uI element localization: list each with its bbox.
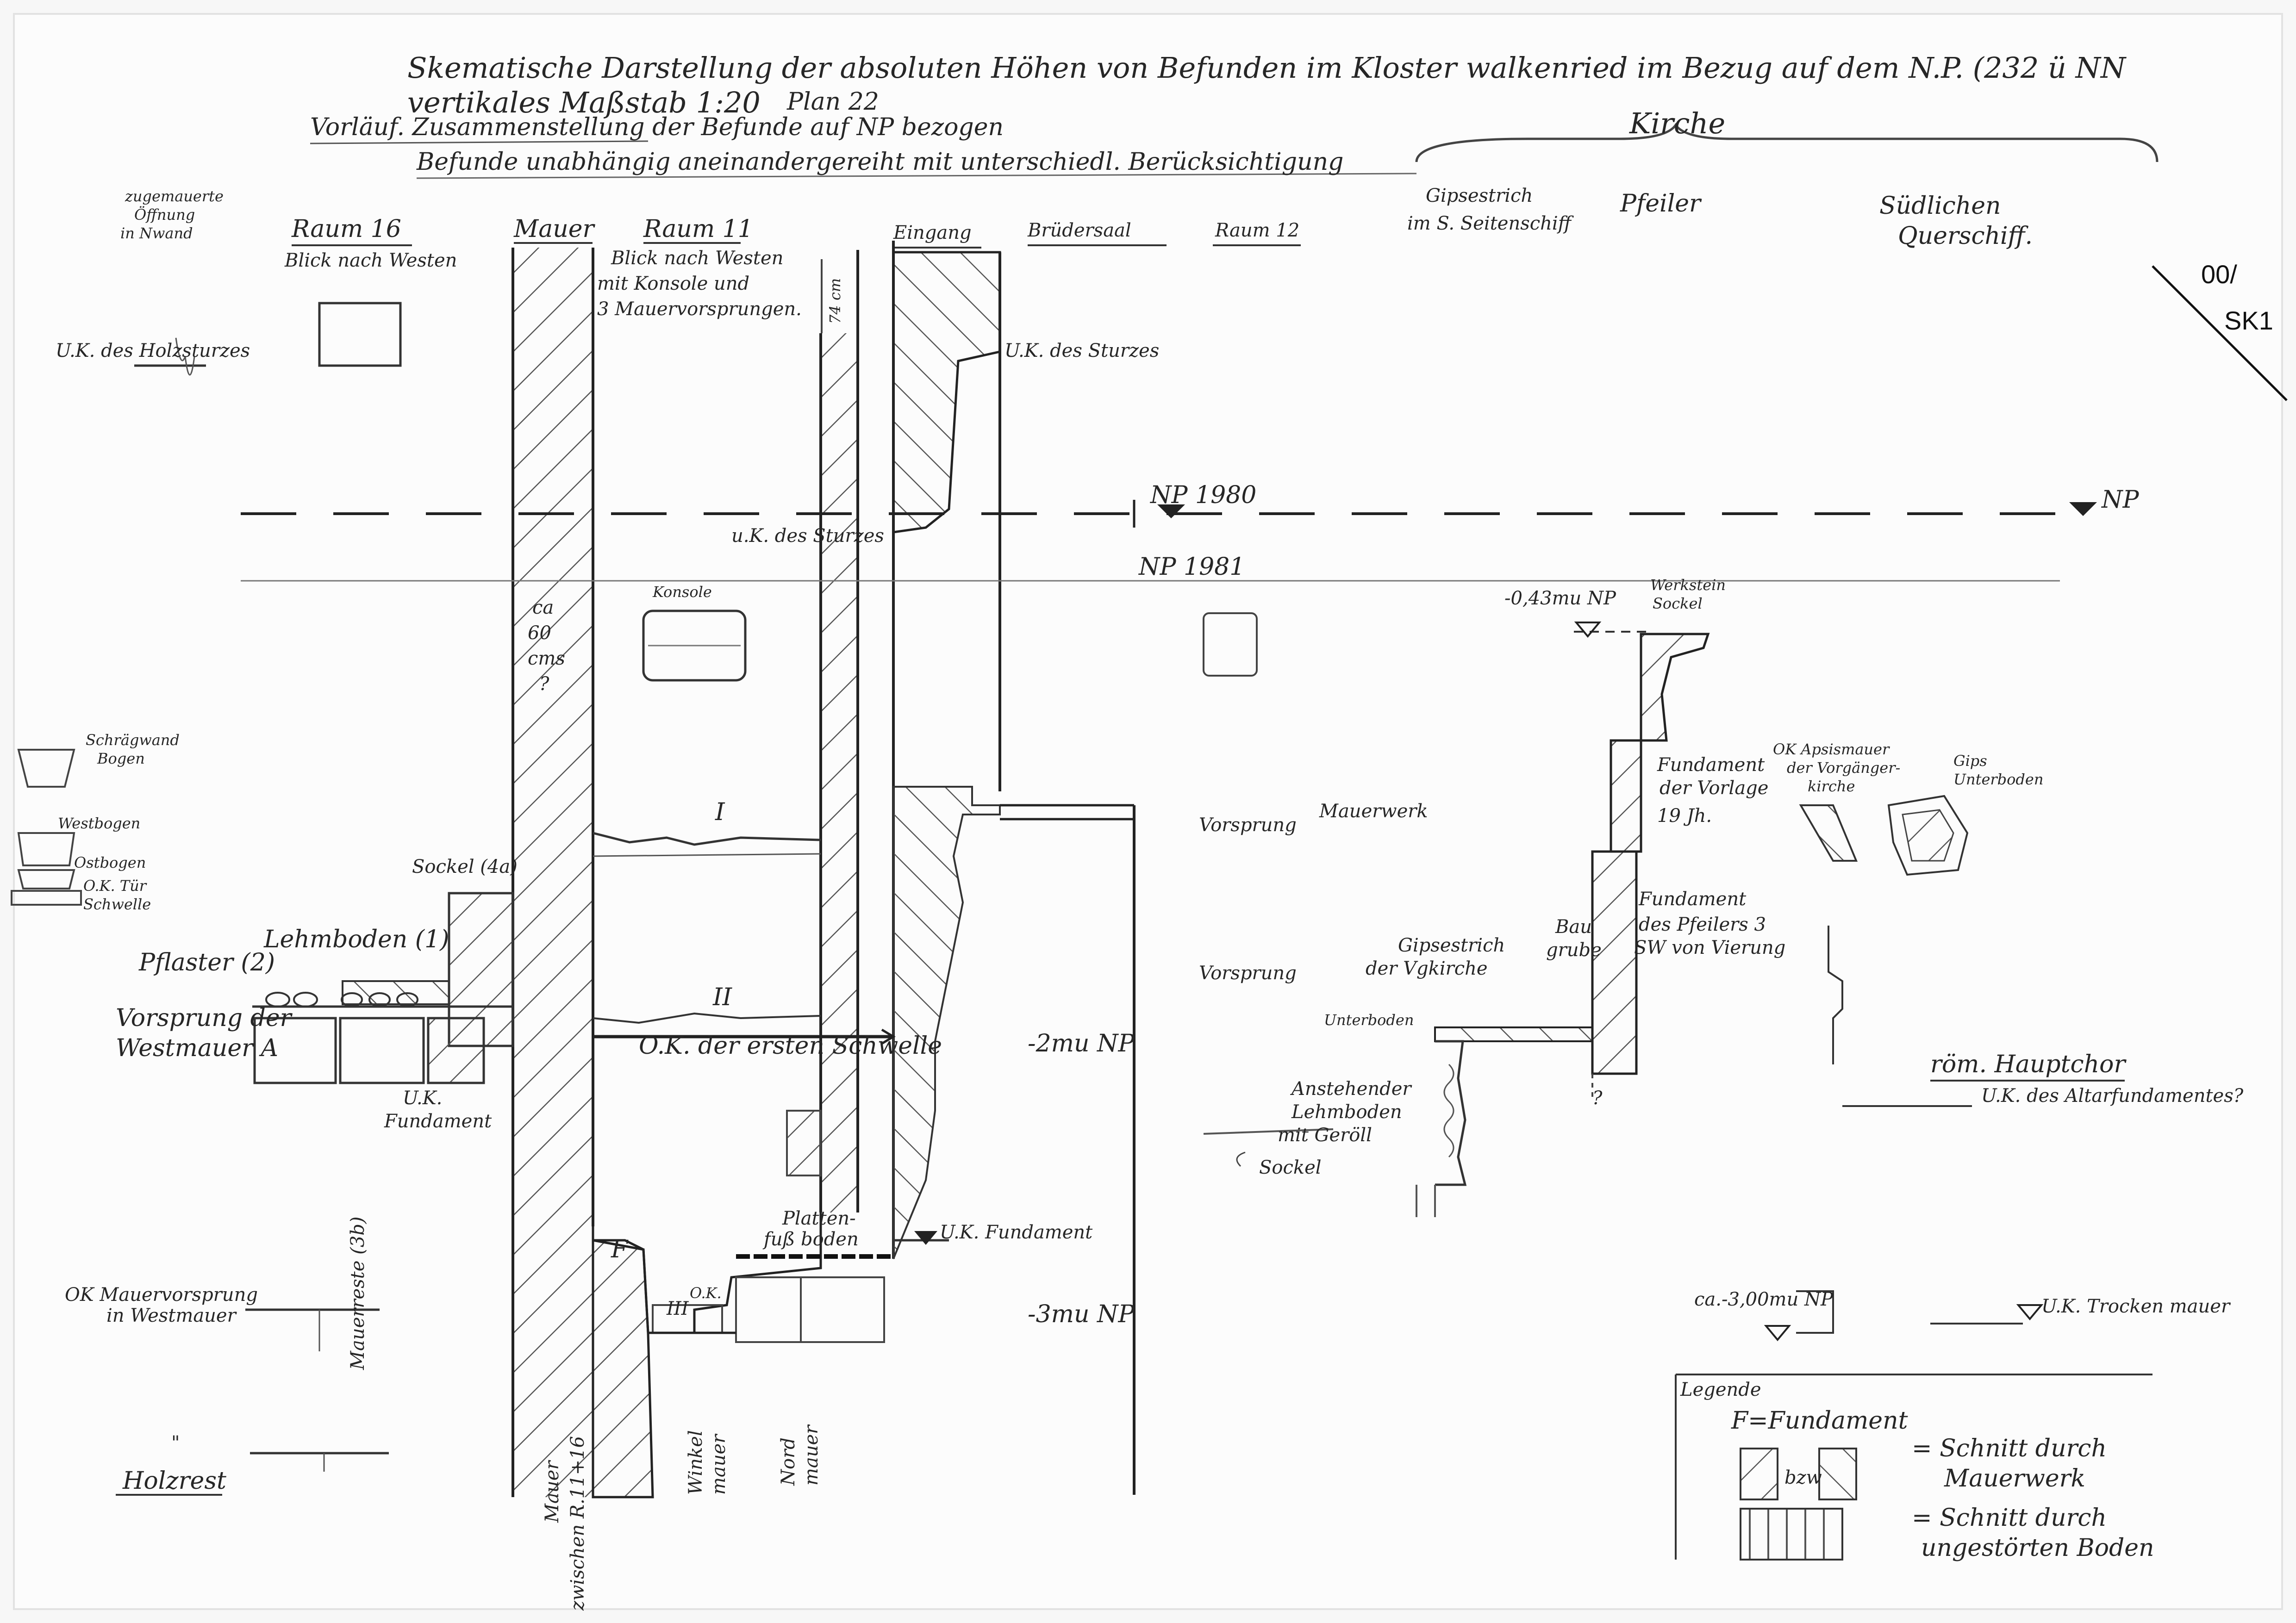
sockel-line xyxy=(1203,1128,1334,1135)
raum11-right-wall-hatch xyxy=(821,333,858,1213)
note2-underline xyxy=(416,173,1417,179)
corner-stamp-line xyxy=(2152,265,2288,401)
vorsprung-I-base xyxy=(593,853,821,857)
holzsturz-squiggle xyxy=(175,337,195,376)
pflaster-stone5 xyxy=(396,992,418,1007)
westmauer-block2 xyxy=(339,1017,425,1084)
sockel-arrow xyxy=(1236,1151,1246,1167)
legend-boden-swatch xyxy=(1740,1508,1843,1561)
gips-unterboden-symbol xyxy=(1887,795,1969,876)
tuerschwelle-symbol xyxy=(11,890,82,906)
uk-fundament-marker xyxy=(914,1231,937,1245)
gips-unterboden-inner xyxy=(1902,809,1954,862)
np1980-marker xyxy=(1157,504,1185,518)
westmauer-block1 xyxy=(253,1017,337,1084)
legend-mauerwerk-swatch2 xyxy=(1818,1448,1857,1500)
legend-mauerwerk-swatch xyxy=(1740,1448,1778,1500)
pflaster-stone2 xyxy=(293,992,318,1007)
schraegwand-bogen-symbol xyxy=(17,749,75,788)
mauer-bottom-hatch xyxy=(592,1238,654,1499)
grube-squiggle xyxy=(1443,1063,1454,1158)
right-profile xyxy=(1828,926,1843,1064)
kirche-brace xyxy=(1415,123,2159,162)
ca300-marker xyxy=(1764,1325,1791,1342)
anstehender-lehmboden xyxy=(1435,1040,1467,1186)
fundament-vorlage xyxy=(1610,739,1642,853)
gipsestrich-vg-floor xyxy=(1434,1026,1593,1042)
konsole-raum12 xyxy=(1203,612,1258,677)
minus043-marker xyxy=(1574,622,1602,638)
apsis-symbol xyxy=(1799,804,1858,862)
fundament-pfeiler xyxy=(1591,850,1638,1075)
lehmboden-hatch xyxy=(342,980,450,1005)
ca300-bracket xyxy=(1796,1290,1834,1334)
konsole-box xyxy=(642,609,747,682)
eingang-lower-wall xyxy=(892,786,1001,1259)
pflaster-stone4 xyxy=(368,992,391,1007)
werkstein-sockel xyxy=(1640,633,1710,742)
f-block xyxy=(786,1110,822,1176)
plattenboden-block2 xyxy=(800,1276,885,1343)
undisturbed-ground xyxy=(1403,1185,1440,1217)
schwelle-arrow xyxy=(881,1028,896,1045)
mauer-wall-hatch xyxy=(513,248,593,1497)
zugemauerte-oeffnung-box xyxy=(318,302,402,367)
pflaster-stone3 xyxy=(341,992,363,1007)
np-right-marker xyxy=(2069,502,2097,516)
vorsprung-I xyxy=(593,832,821,846)
uk-trocken-marker xyxy=(2016,1304,2044,1321)
pflaster-stone1 xyxy=(265,992,290,1007)
westbogen-symbol xyxy=(17,832,75,866)
westmauer-block3 xyxy=(427,1017,485,1084)
vorsprung-II xyxy=(593,1012,821,1024)
ostbogen-symbol xyxy=(17,869,75,889)
note-underline xyxy=(310,140,649,144)
paper-inner xyxy=(13,13,2283,1610)
